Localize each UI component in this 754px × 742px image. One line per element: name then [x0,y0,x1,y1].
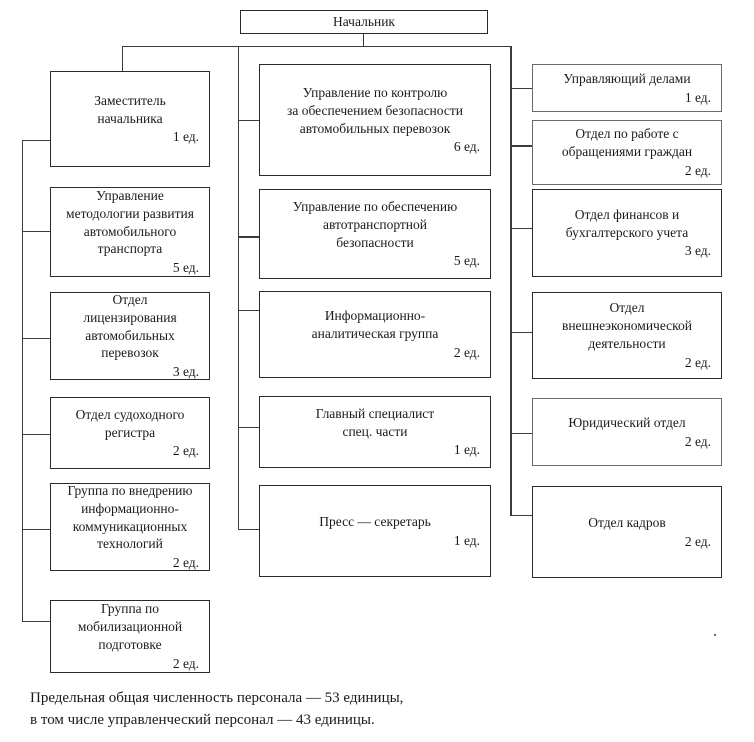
stray-mark [714,634,716,636]
connector-right-stub-1 [510,145,532,147]
node-title: Управление по обеспечению автотранспортн… [292,198,458,250]
footer-summary: Предельная общая численность персонала —… [30,688,670,732]
node-right-4[interactable]: Юридический отдел 2 ед. [532,398,722,466]
node-middle-0[interactable]: Управление по контролю за обеспечением б… [259,64,491,176]
connector-main-bus [122,46,511,47]
node-title: Информационно- аналитическая группа [311,308,439,342]
node-title: Управление методологии развития автомоби… [66,187,194,257]
node-title: Группа по мобилизационной подготовке [77,601,183,652]
node-count: 6 ед. [453,139,480,155]
node-middle-3[interactable]: Главный специалист спец. части 1 ед. [259,396,491,468]
node-root-nachalnik[interactable]: Начальник [240,10,488,34]
node-count: 1 ед. [172,129,199,145]
node-left-2[interactable]: Отдел лицензирования автомобильных перев… [50,292,210,380]
node-count: 1 ед. [453,442,480,458]
node-title: Отдел внешнеэкономической деятельности [561,300,693,351]
connector-middle-stub-3 [238,427,260,428]
node-left-1[interactable]: Управление методологии развития автомоби… [50,187,210,277]
node-count: 5 ед. [453,253,480,269]
node-left-0[interactable]: Заместитель начальника 1 ед. [50,71,210,167]
footer-line-2: в том числе управленческий персонал — 43… [30,711,375,728]
connector-middle-spine [238,46,239,529]
connector-right-spine [510,46,512,516]
connector-left-stub-1 [22,231,50,232]
connector-right-stub-3 [510,332,532,333]
node-middle-2[interactable]: Информационно- аналитическая группа 2 ед… [259,291,491,378]
node-title: Отдел финансов и бухгалтерского учета [565,206,689,240]
connector-left-stub-3 [22,434,50,435]
connector-right-stub-0 [510,88,532,89]
connector-right-stub-5 [510,515,532,516]
node-count: 1 ед. [684,89,711,105]
node-left-4[interactable]: Группа по внедрению информационно- комму… [50,483,210,571]
node-count: 2 ед. [684,533,711,549]
connector-right-stub-4 [510,433,532,434]
connector-middle-stub-4 [238,529,260,530]
connector-middle-stub-1 [238,236,260,238]
node-title: Отдел судоходного регистра [75,406,185,440]
node-title: Главный специалист спец. части [315,405,435,439]
node-title: Пресс — секретарь [319,513,431,529]
node-middle-1[interactable]: Управление по обеспечению автотранспортн… [259,189,491,279]
connector-root-stem [363,34,364,47]
node-title: Заместитель начальника [94,92,166,126]
node-right-0[interactable]: Управляющий делами 1 ед. [532,64,722,112]
node-title: Начальник [332,14,395,30]
connector-right-stub-2 [510,228,532,229]
connector-middle-stub-2 [238,310,260,311]
node-count: 2 ед. [172,655,199,671]
node-count: 2 ед. [684,162,711,178]
node-count: 3 ед. [172,364,199,380]
node-title: Отдел лицензирования автомобильных перев… [83,291,177,361]
node-title: Отдел по работе с обращениями граждан [561,126,693,160]
node-title: Юридический отдел [568,414,686,430]
node-left-5[interactable]: Группа по мобилизационной подготовке 2 е… [50,600,210,673]
connector-left-branch-drop [122,46,123,71]
node-middle-4[interactable]: Пресс — секретарь 1 ед. [259,485,491,577]
connector-left-spine [22,140,23,622]
node-right-2[interactable]: Отдел финансов и бухгалтерского учета 3 … [532,189,722,277]
node-right-1[interactable]: Отдел по работе с обращениями граждан 2 … [532,120,722,185]
connector-left-spine-entry [22,140,50,141]
node-count: 2 ед. [684,354,711,370]
node-count: 2 ед. [172,555,199,571]
node-count: 5 ед. [172,260,199,276]
connector-middle-stub-0 [238,120,260,121]
node-count: 2 ед. [172,443,199,459]
node-count: 2 ед. [684,433,711,449]
node-title: Управление по контролю за обеспечением б… [287,84,463,136]
node-count: 1 ед. [453,532,480,548]
footer-line-1: Предельная общая численность персонала —… [30,690,404,706]
node-right-3[interactable]: Отдел внешнеэкономической деятельности 2… [532,292,722,379]
node-title: Отдел кадров [588,514,666,530]
node-left-3[interactable]: Отдел судоходного регистра 2 ед. [50,397,210,469]
node-count: 3 ед. [684,243,711,259]
node-right-5[interactable]: Отдел кадров 2 ед. [532,486,722,578]
connector-left-stub-2 [22,338,50,339]
connector-left-stub-5 [22,621,50,622]
connector-left-stub-4 [22,529,50,530]
node-count: 2 ед. [453,344,480,360]
node-title: Группа по внедрению информационно- комму… [67,482,193,552]
node-title: Управляющий делами [563,70,691,86]
